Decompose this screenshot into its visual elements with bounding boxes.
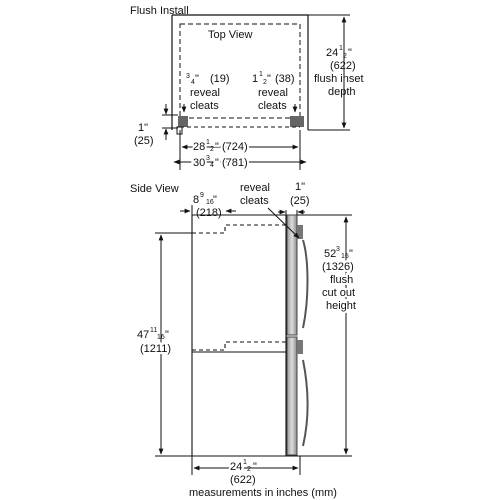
top-8-9-16-dimension <box>180 205 236 215</box>
svg-text:30: 30 <box>193 157 205 169</box>
svg-text:52: 52 <box>324 248 336 260</box>
side-1in-label: 1" <box>138 122 148 134</box>
side-1in-dimension <box>162 104 178 140</box>
depth-label: 24 1 2 " (622) flush inset depth <box>314 45 364 98</box>
reveal-label-1: reveal <box>240 182 270 194</box>
svg-text:": " <box>213 194 217 206</box>
width-724-label: 28 1 2 " (724) <box>191 139 250 155</box>
upper-door-handle <box>302 239 309 329</box>
depth-24-dimension <box>191 456 301 475</box>
svg-text:28: 28 <box>193 141 205 153</box>
svg-text:3: 3 <box>336 246 340 253</box>
svg-text:cleats: cleats <box>190 100 219 112</box>
svg-text:2: 2 <box>343 53 347 60</box>
measurement-units-note: measurements in inches (mm) <box>189 487 337 499</box>
upper-door-panel <box>286 214 298 336</box>
svg-text:" (724): " (724) <box>215 141 248 153</box>
svg-text:(38): (38) <box>275 73 295 85</box>
svg-text:1: 1 <box>339 45 343 52</box>
svg-text:1: 1 <box>259 71 263 78</box>
svg-text:47: 47 <box>137 329 149 341</box>
svg-text:16: 16 <box>341 253 349 260</box>
lower-door-panel <box>286 336 298 456</box>
svg-text:(1211): (1211) <box>140 343 171 355</box>
width-781-label: 30 3 4 " (781) <box>191 155 250 171</box>
side-1in-top-dimension <box>278 209 305 215</box>
left-reveal-label: 3 4 " (19) reveal cleats <box>186 73 230 112</box>
side-25-label: (25) <box>134 135 154 147</box>
svg-text:": " <box>165 329 169 341</box>
top-218-label: (218) <box>196 207 222 219</box>
svg-text:reveal: reveal <box>258 87 288 99</box>
lower-top-cleat <box>297 340 303 354</box>
svg-text:": " <box>267 73 271 85</box>
svg-text:flush: flush <box>330 274 353 286</box>
height-47-label: 47 11 16 " (1211) <box>135 327 173 357</box>
lower-door-handle <box>302 359 309 447</box>
depth-dimension <box>308 14 350 131</box>
svg-text:": " <box>348 47 352 59</box>
svg-text:8: 8 <box>193 194 199 206</box>
svg-text:24: 24 <box>326 47 338 59</box>
side-view-heading: Side View <box>130 183 179 195</box>
svg-text:16: 16 <box>206 199 214 206</box>
svg-text:1: 1 <box>252 73 258 85</box>
svg-text:": " <box>253 461 257 473</box>
svg-text:(19): (19) <box>210 73 230 85</box>
right-reveal-label: 1 1 2 " (38) reveal cleats <box>252 71 295 112</box>
side-1in-top-label: 1" <box>295 181 305 193</box>
svg-text:cleats: cleats <box>258 100 287 112</box>
side-view-cabinet <box>191 214 300 457</box>
height-52-dimension <box>297 214 352 457</box>
svg-text:cut out: cut out <box>322 287 355 299</box>
top-view-niche <box>171 14 309 130</box>
svg-text:3: 3 <box>186 73 190 80</box>
left-cleat <box>178 116 188 127</box>
flush-install-heading: Flush Install <box>130 5 189 17</box>
top-8-9-16-label: 8 9 16 " <box>193 192 217 206</box>
svg-text:24: 24 <box>230 461 242 473</box>
reveal-label-2: cleats <box>240 195 269 207</box>
svg-text:11: 11 <box>150 327 157 334</box>
reveal-pointer <box>267 207 300 239</box>
svg-text:2: 2 <box>210 146 214 153</box>
svg-text:depth: depth <box>328 86 356 98</box>
depth-24-label: 24 1 2 " <box>228 459 259 475</box>
depth-622-label: (622) <box>230 474 256 486</box>
upper-top-cleat <box>297 225 303 239</box>
height-47-dimension <box>155 232 192 457</box>
svg-text:9: 9 <box>200 192 204 199</box>
svg-text:3: 3 <box>206 155 210 162</box>
right-cleat <box>290 116 304 127</box>
svg-text:2: 2 <box>263 79 267 86</box>
svg-text:": " <box>349 248 353 260</box>
svg-text:4: 4 <box>191 79 195 86</box>
svg-text:1: 1 <box>243 459 247 466</box>
svg-text:flush inset: flush inset <box>314 73 364 85</box>
svg-text:16: 16 <box>157 334 165 341</box>
top-view-title: Top View <box>208 29 252 41</box>
svg-text:" (781): " (781) <box>215 157 248 169</box>
svg-text:reveal: reveal <box>190 87 220 99</box>
height-52-label: 52 3 16 " (1326) flush cut out height <box>320 246 358 314</box>
svg-text:": " <box>195 73 199 85</box>
svg-text:(1326): (1326) <box>322 261 354 273</box>
svg-text:4: 4 <box>210 162 214 169</box>
svg-text:1: 1 <box>206 139 210 146</box>
side-25-top-label: (25) <box>290 195 310 207</box>
svg-text:(622): (622) <box>330 60 356 72</box>
width-dimensions <box>173 130 307 170</box>
svg-text:2: 2 <box>247 466 251 473</box>
svg-text:height: height <box>326 300 356 312</box>
